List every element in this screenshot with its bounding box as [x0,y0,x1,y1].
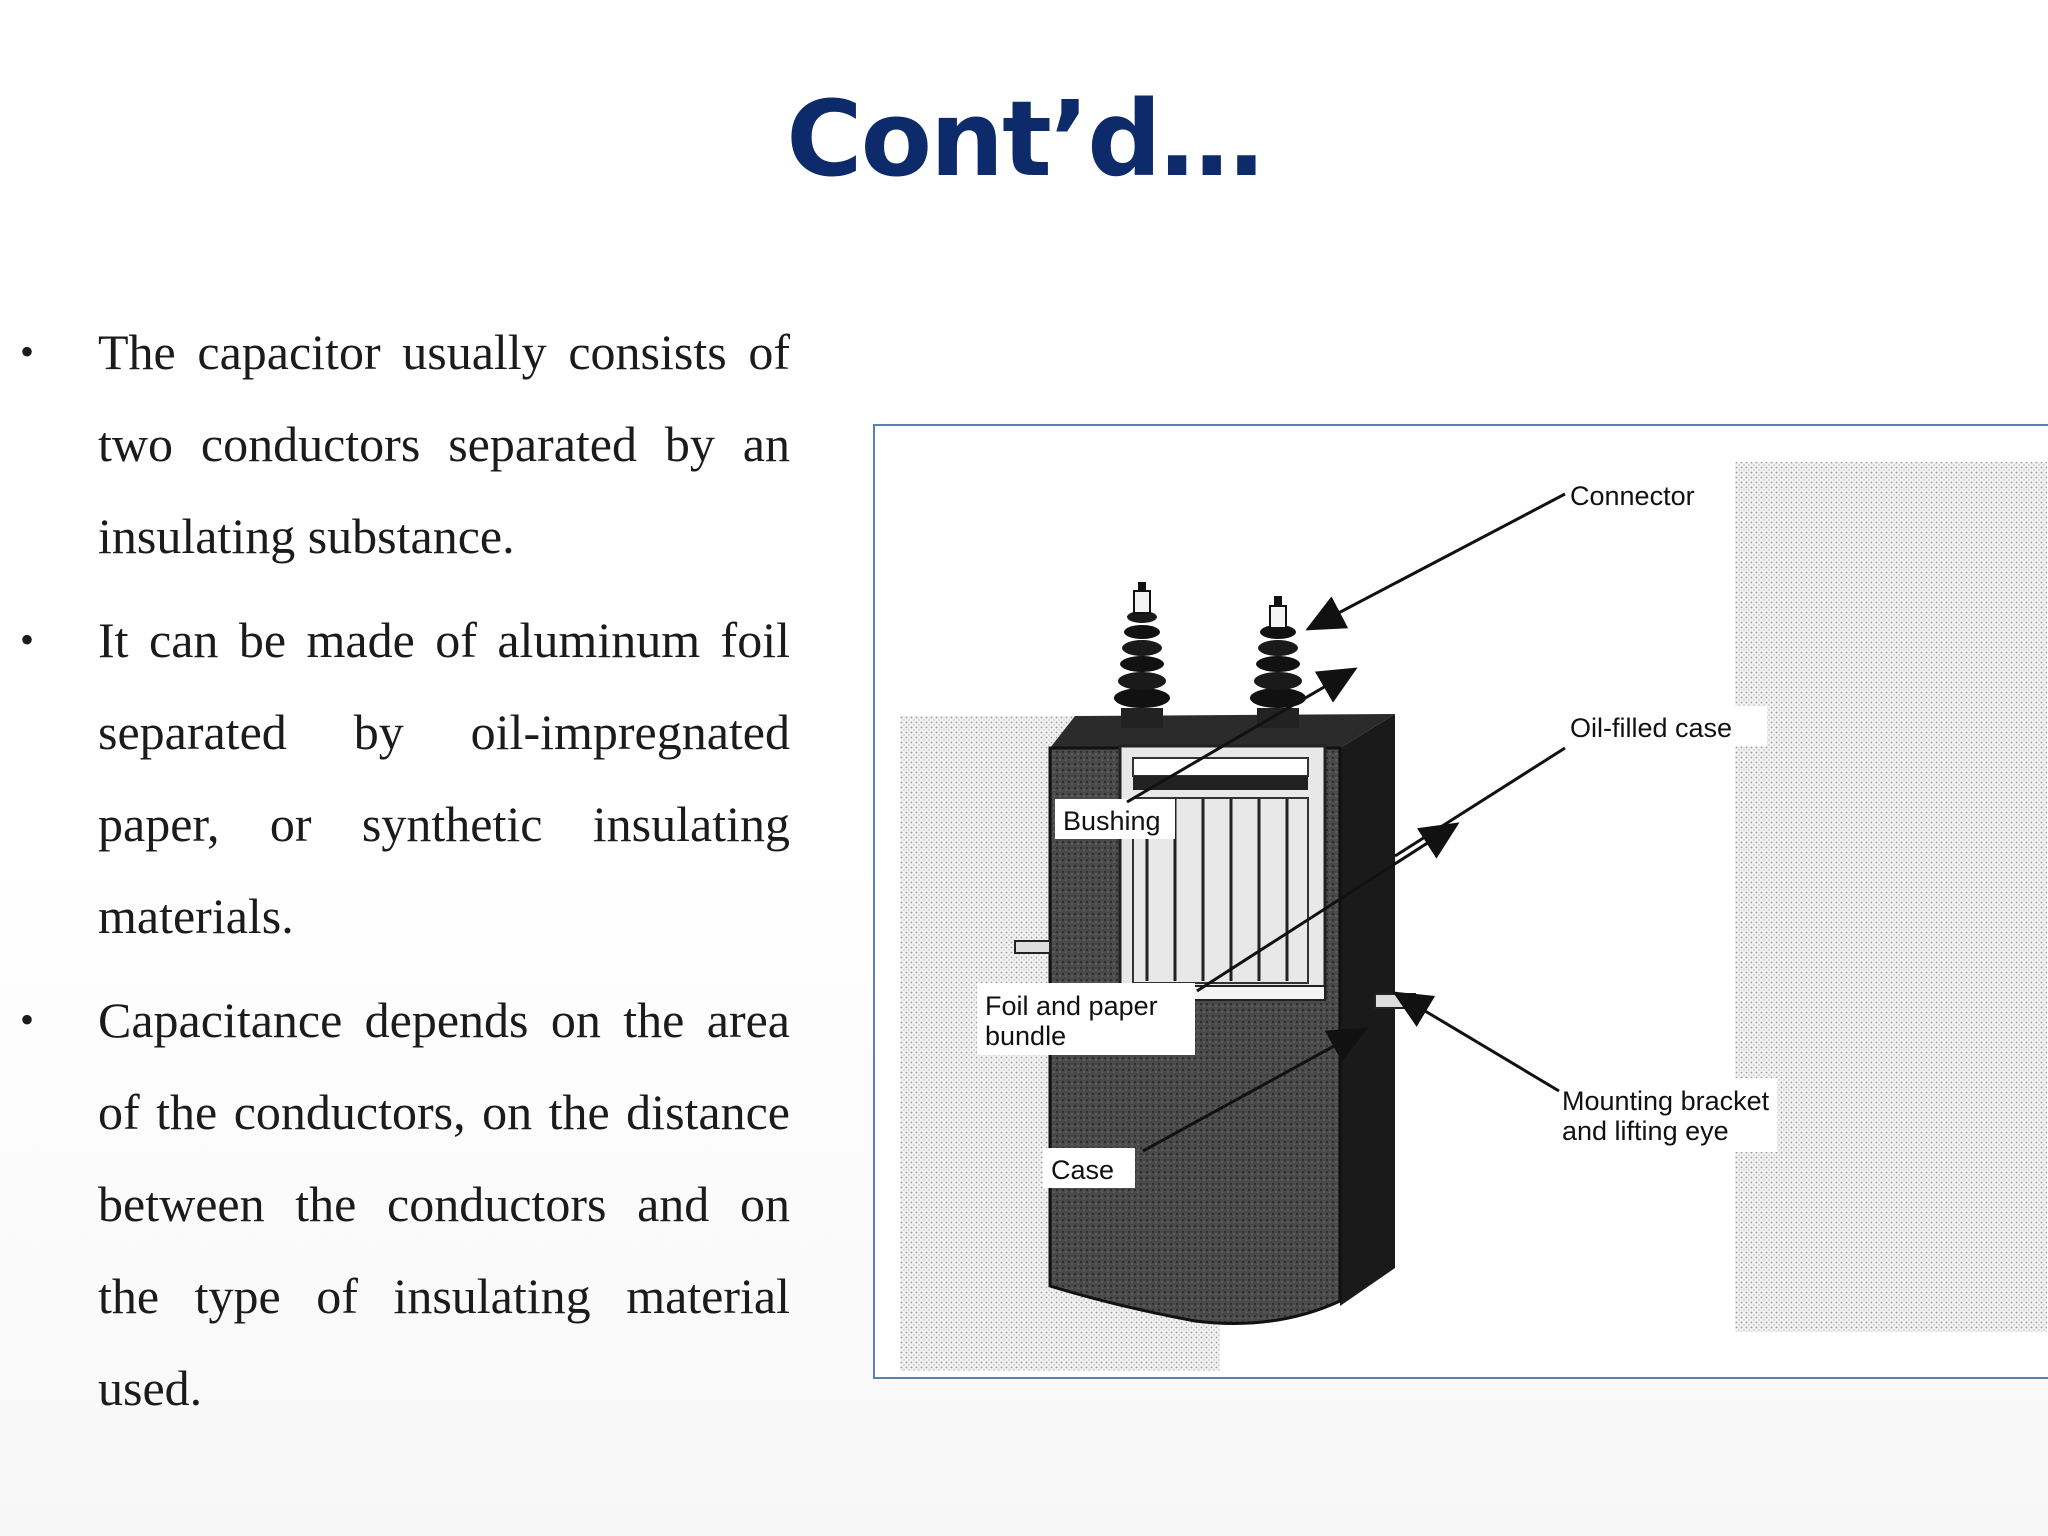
label-bushing: Bushing [1063,806,1161,836]
bullet-text: The capacitor usually consists of two co… [98,324,790,564]
bullet-item: • The capacitor usually consists of two c… [0,306,790,582]
label-mounting-line2: and lifting eye [1562,1116,1729,1146]
case-top [1050,714,1395,748]
bullet-list: • The capacitor usually consists of two c… [0,306,790,1446]
label-case: Case [1051,1155,1114,1185]
bushing-right [1250,596,1306,728]
bushing-leader [1126,667,1358,804]
bullet-text: Capacitance depends on the area of the c… [98,992,790,1416]
slide-title: Cont’d… [786,78,1263,200]
bullet-marker: • [20,329,35,374]
foil-leader [1196,822,1460,993]
capacitor-diagram: Bushing Connector Oil-filled case Foil a… [900,462,2047,1371]
mounting-leader [1392,991,1560,1093]
bushing-left [1114,582,1170,728]
label-mounting-line1: Mounting bracket [1562,1086,1770,1116]
right-stipple-panel [1735,462,2047,1332]
case-side [1340,714,1395,1306]
bullet-text: It can be made of aluminum foil separate… [98,612,790,944]
label-foil-line1: Foil and paper [985,991,1158,1021]
connector-leader [1305,492,1566,631]
capacitor-figure: Bushing Connector Oil-filled case Foil a… [873,424,2048,1379]
oil-case-leader [1394,746,1566,858]
label-foil-line2: bundle [985,1021,1066,1051]
case-leader [1142,1027,1368,1153]
bullet-marker: • [20,997,35,1042]
label-connector: Connector [1570,481,1695,511]
bullet-item: • It can be made of aluminum foil separat… [0,594,790,962]
label-oil-filled-case: Oil-filled case [1570,713,1732,743]
bullet-marker: • [20,617,35,662]
bullet-item: • Capacitance depends on the area of the … [0,974,790,1434]
